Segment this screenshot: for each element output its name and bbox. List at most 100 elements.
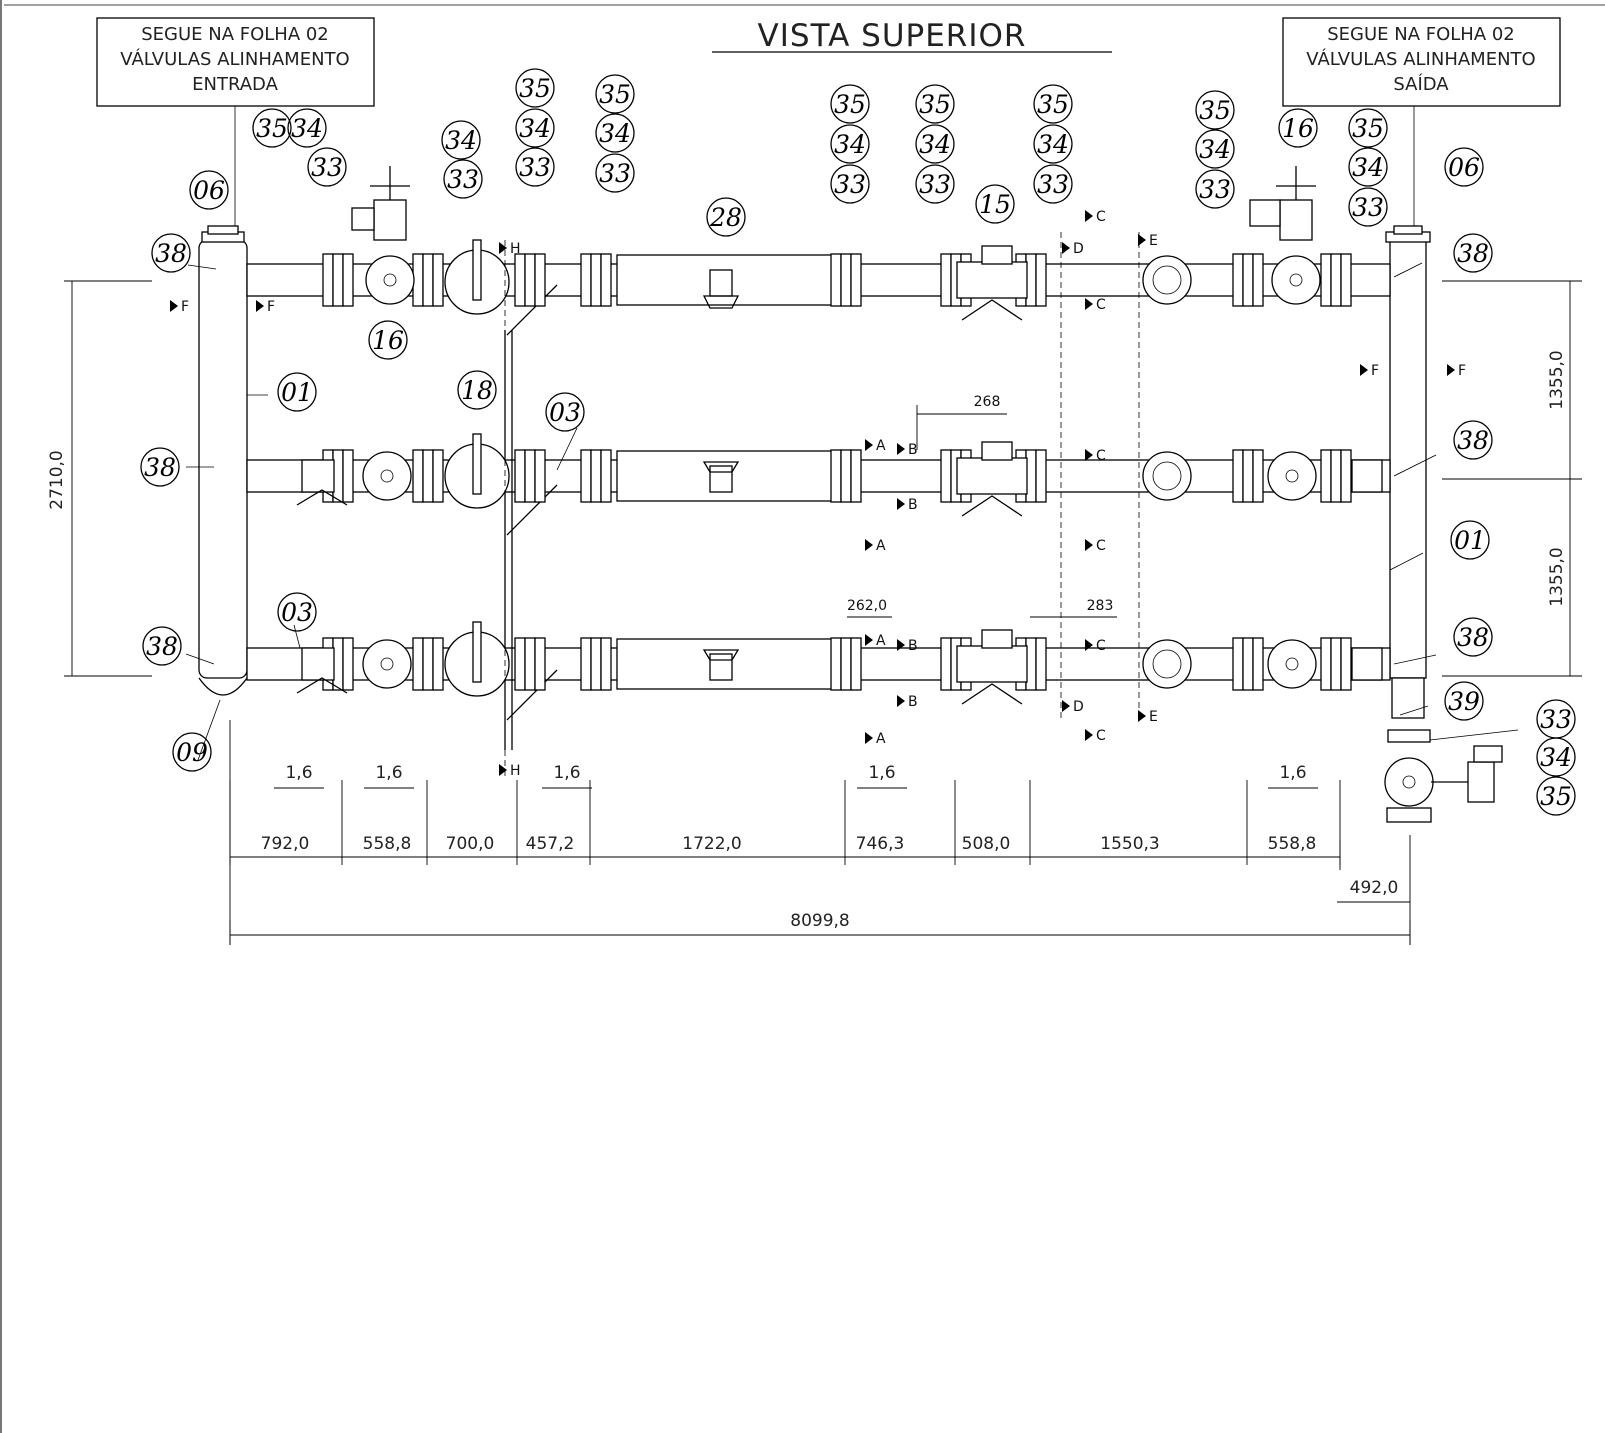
segment-dim-label: 792,0 bbox=[261, 834, 310, 854]
section-mark: B bbox=[897, 442, 918, 458]
item-balloon-number: 35 bbox=[834, 90, 866, 119]
item-balloon-number: 38 bbox=[146, 632, 178, 661]
flange-pair bbox=[830, 637, 862, 691]
item-balloon-number: 06 bbox=[1448, 153, 1480, 182]
section-mark: C bbox=[1085, 297, 1106, 313]
item-balloon-number: 16 bbox=[1282, 114, 1314, 143]
section-mark: C bbox=[1085, 448, 1106, 464]
item-balloon-number: 35 bbox=[1199, 96, 1231, 125]
item-balloon: 35 bbox=[1195, 90, 1235, 130]
flange-pair bbox=[1232, 449, 1264, 503]
item-balloon-number: 35 bbox=[1540, 782, 1572, 811]
section-mark-label: C bbox=[1096, 297, 1106, 313]
section-mark-label: F bbox=[1371, 363, 1379, 379]
regulator-bottom bbox=[956, 629, 1028, 705]
valve-16-top bbox=[351, 166, 415, 305]
dim-detail-262: 262,0 bbox=[847, 598, 892, 618]
section-mark-label: C bbox=[1096, 448, 1106, 464]
item-balloon-number: 38 bbox=[1457, 426, 1489, 455]
section-mark: H bbox=[499, 763, 521, 779]
section-mark-label: H bbox=[510, 763, 521, 779]
gap-dim-label: 1,6 bbox=[553, 763, 580, 783]
item-balloon: 33 bbox=[1195, 169, 1235, 209]
valve-middle-left bbox=[296, 451, 412, 506]
item-balloon-number: 03 bbox=[549, 398, 581, 427]
section-mark: B bbox=[897, 638, 918, 654]
item-balloon: 38 bbox=[1453, 420, 1493, 460]
item-balloon-number: 38 bbox=[155, 239, 187, 268]
flange-pair bbox=[1320, 637, 1352, 691]
item-balloon: 16 bbox=[368, 320, 408, 360]
item-balloon: 33 bbox=[307, 147, 347, 187]
dim-283-label: 283 bbox=[1087, 598, 1114, 614]
item-balloon: 38 bbox=[151, 233, 191, 273]
flange-pair bbox=[580, 449, 612, 503]
section-mark: A bbox=[865, 731, 886, 747]
item-balloon-number: 33 bbox=[1352, 193, 1384, 222]
strainer-middle bbox=[444, 433, 510, 509]
section-mark-label: C bbox=[1096, 728, 1106, 744]
item-balloon-number: 34 bbox=[1352, 153, 1384, 182]
section-mark-label: A bbox=[876, 438, 886, 454]
dim-outlet-offset-label: 492,0 bbox=[1350, 878, 1399, 898]
valve-right-middle bbox=[1267, 451, 1383, 501]
section-mark-label: B bbox=[908, 497, 918, 513]
section-mark-label: B bbox=[908, 442, 918, 458]
item-balloon: 33 bbox=[1033, 164, 1073, 204]
strainer-bottom bbox=[444, 621, 510, 697]
item-balloon: 39 bbox=[1444, 681, 1484, 721]
inlet-header bbox=[198, 225, 248, 696]
flange-pair bbox=[1320, 253, 1352, 307]
item-balloon-number: 33 bbox=[834, 170, 866, 199]
item-balloon-number: 33 bbox=[599, 159, 631, 188]
item-balloon: 34 bbox=[287, 108, 327, 148]
item-balloon-number: 35 bbox=[919, 90, 951, 119]
item-balloon: 34 bbox=[1348, 147, 1388, 187]
item-balloon: 09 bbox=[172, 732, 212, 772]
strainer-top bbox=[444, 239, 510, 315]
item-balloon: 33 bbox=[1348, 187, 1388, 227]
item-balloon-number: 33 bbox=[1199, 175, 1231, 204]
meter-middle bbox=[702, 461, 740, 493]
section-mark: B bbox=[897, 497, 918, 513]
section-mark: C bbox=[1085, 638, 1106, 654]
item-balloon: 35 bbox=[915, 84, 955, 124]
flange-pair bbox=[412, 449, 444, 503]
segment-dim-label: 457,2 bbox=[526, 834, 575, 854]
item-balloon: 35 bbox=[830, 84, 870, 124]
item-balloon: 34 bbox=[1033, 124, 1073, 164]
flange-pair bbox=[412, 637, 444, 691]
note-inlet-line1: SEGUE NA FOLHA 02 bbox=[141, 24, 329, 45]
flange-pair bbox=[1232, 253, 1264, 307]
dim-268-label: 268 bbox=[974, 394, 1001, 410]
section-mark-label: B bbox=[908, 638, 918, 654]
item-balloon: 15 bbox=[975, 184, 1015, 224]
section-mark-label: F bbox=[1458, 363, 1466, 379]
section-mark: F bbox=[1447, 363, 1466, 379]
item-balloon: 35 bbox=[1348, 108, 1388, 148]
dim-row-spacing-right: 1355,0 1355,0 bbox=[1442, 280, 1582, 677]
flange-pair bbox=[514, 449, 546, 503]
segment-dim-label: 1722,0 bbox=[682, 834, 741, 854]
flange-pair bbox=[322, 253, 354, 307]
section-mark: D bbox=[1062, 241, 1084, 257]
meter-bottom bbox=[702, 649, 740, 681]
item-balloon-number: 34 bbox=[1540, 743, 1572, 772]
section-mark: E bbox=[1138, 709, 1158, 725]
item-balloon-number: 35 bbox=[1037, 90, 1069, 119]
item-balloon-number: 34 bbox=[291, 114, 323, 143]
dim-outlet-offset: 492,0 bbox=[1337, 835, 1411, 945]
item-balloon-number: 34 bbox=[1037, 130, 1069, 159]
gap-dim-label: 1,6 bbox=[868, 763, 895, 783]
orifice-bottom bbox=[1142, 639, 1192, 689]
item-balloon: 35 bbox=[252, 108, 292, 148]
item-balloon: 28 bbox=[706, 197, 746, 237]
item-balloon-number: 33 bbox=[1037, 170, 1069, 199]
section-mark-label: B bbox=[908, 694, 918, 710]
section-mark-label: D bbox=[1073, 699, 1084, 715]
dim-height-left-label: 2710,0 bbox=[47, 450, 67, 509]
dim-detail-283: 283 bbox=[1030, 598, 1117, 618]
item-balloon: 01 bbox=[1450, 520, 1490, 560]
valve-right-bottom bbox=[1267, 639, 1383, 689]
